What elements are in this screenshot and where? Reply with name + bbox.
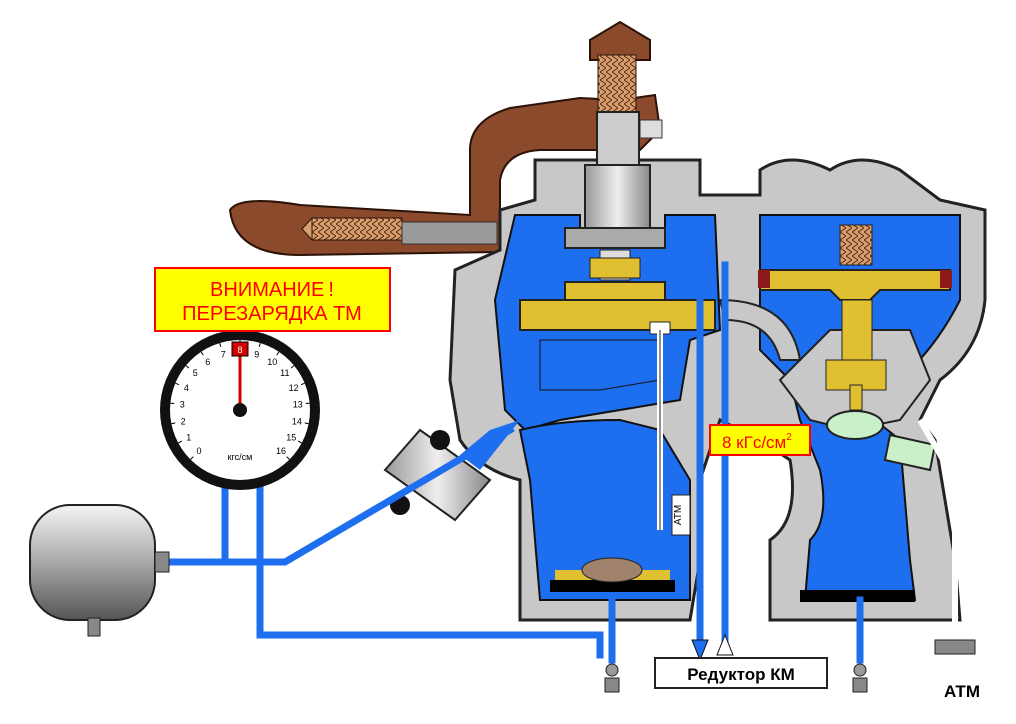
- reservoir-tank: [30, 505, 169, 636]
- warning-box: ВНИМАНИЕ! ПЕРЕЗАРЯДКА ТМ: [155, 268, 390, 331]
- gauge-tick-label: 5: [193, 368, 198, 378]
- gauge-tick-label: 11: [280, 368, 289, 378]
- gauge-tick-label: 9: [254, 350, 259, 360]
- pressure-text: 8 кГс/см: [722, 433, 786, 452]
- gauge-value: 8: [237, 345, 242, 355]
- gauge-tick-label: 0: [196, 446, 201, 456]
- atm-outlet-label: АТМ: [944, 682, 980, 701]
- warning-line1: ВНИМАНИЕ: [210, 279, 324, 301]
- gauge-unit: кгс/см: [228, 452, 253, 462]
- pressure-label: 8 кГс/см2: [710, 425, 810, 455]
- warning-line2: ПЕРЕЗАРЯДКА ТМ: [182, 303, 362, 325]
- gauge-tick-label: 6: [205, 357, 210, 367]
- svg-text:ВНИМАНИЕ!: ВНИМАНИЕ!: [210, 279, 334, 301]
- reducer-text: Редуктор КМ: [687, 665, 794, 684]
- gauge-tick-label: 10: [267, 357, 277, 367]
- warning-mark: !: [328, 279, 334, 301]
- gauge-tick-label: 13: [293, 399, 303, 409]
- gauge-tick-label: 16: [276, 446, 286, 456]
- gauge-tick-label: 7: [221, 350, 226, 360]
- gauge-tick-label: 4: [184, 383, 189, 393]
- gauge-tick-label: 1: [186, 432, 191, 442]
- gauge-tick-label: 14: [292, 416, 302, 426]
- pressure-gauge: 012345678910111213141516 кгс/см 8: [160, 330, 320, 490]
- gauge-tick-label: 12: [289, 383, 299, 393]
- svg-text:8 кГс/см2: 8 кГс/см2: [722, 432, 792, 452]
- gauge-tick-label: 3: [180, 399, 185, 409]
- pressure-sup: 2: [786, 432, 792, 443]
- gauge-tick-label: 15: [286, 432, 296, 442]
- atm-channel-text: АТМ: [673, 505, 684, 525]
- gauge-tick-label: 2: [181, 416, 186, 426]
- reducer-label: Редуктор КМ: [655, 658, 827, 688]
- atm-channel-label: АТМ: [672, 495, 690, 535]
